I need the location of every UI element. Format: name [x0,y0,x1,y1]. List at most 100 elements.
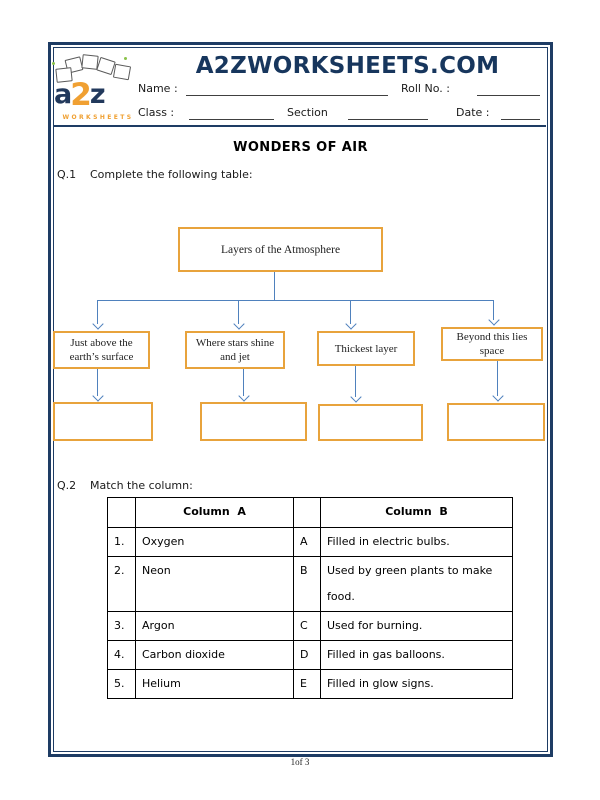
arrow-head [487,314,500,326]
arrow-shaft [497,361,498,396]
sparkle-icon [52,62,55,65]
header-blank-cell [293,497,321,528]
arrow-down-icon [237,369,250,402]
arrow-shaft [97,300,98,324]
page-border-outer [48,42,553,757]
arrow-shaft [350,300,351,324]
column-a-item: Helium [135,669,294,699]
arrow-head [91,390,104,402]
roll-no-label: Roll No. : [401,82,450,95]
section-blank-line [348,106,428,120]
arrow-head [232,318,245,330]
row-number: 5. [107,669,136,699]
name-label: Name : [138,82,178,95]
column-a-header: Column A [135,497,294,528]
arrow-down-icon [232,300,245,330]
row-number: 3. [107,611,136,641]
flowchart-branch-box-2: Where stars shine and jet [185,331,285,369]
q2-number: Q.2 [57,479,77,492]
column-b-header: Column B [320,497,513,528]
page-border-inner [53,47,548,752]
name-blank-line [186,82,388,96]
arrow-down-icon [344,300,357,330]
row-number: 2. [107,556,136,612]
arrow-down-icon [487,300,500,326]
column-a-item: Neon [135,556,294,612]
q1-number: Q.1 [57,168,77,181]
site-logo: a2z WORKSHEETS [52,54,144,128]
flowchart-branch-box-1: Just above the earth’s surface [53,331,150,369]
column-b-desc: Used by green plants to make food. [320,556,513,612]
arrow-head [91,318,104,330]
q2-instruction: Match the column: [90,479,193,492]
arrow-down-icon [349,366,362,403]
logo-letter-2: 2 [70,77,92,113]
table-row: 2. Neon B Used by green plants to make f… [107,556,513,612]
column-a-item: Oxygen [135,527,294,557]
row-letter: C [293,611,321,641]
row-number: 4. [107,640,136,670]
column-b-desc: Filled in gas balloons. [320,640,513,670]
arrow-down-icon [91,369,104,402]
arrow-head [491,390,504,402]
arrow-shaft [97,369,98,396]
site-title: A2ZWORKSHEETS.COM [195,53,500,79]
arrow-shaft [238,300,239,324]
table-header-row: Column A Column B [107,497,513,528]
flowchart-root-label: Layers of the Atmosphere [220,243,341,256]
connector-vertical-line [274,272,275,300]
table-row: 5. Helium E Filled in glow signs. [107,669,513,699]
q1-instruction: Complete the following table: [90,168,253,181]
flowchart-branch-box-4: Beyond this lies space [441,327,543,361]
paper-doodle-icon [112,63,132,81]
table-row: 4. Carbon dioxide D Filled in gas balloo… [107,640,513,670]
date-blank-line [501,106,540,120]
arrow-head [344,318,357,330]
logo-subtext: WORKSHEETS [62,114,134,121]
logo-text: a2z [54,78,106,111]
arrow-shaft [493,300,494,320]
header-divider [54,125,546,127]
arrow-shaft [355,366,356,397]
worksheet-title: WONDERS OF AIR [233,140,368,155]
logo-letter-a: a [54,79,72,110]
branch-label: Thickest layer [334,342,398,355]
row-letter: A [293,527,321,557]
branch-label: Where stars shine and jet [195,337,275,363]
flowchart-root-box: Layers of the Atmosphere [178,227,383,272]
flowchart-answer-box-4 [447,403,545,441]
flowchart-answer-box-2 [200,402,307,441]
arrow-down-icon [91,300,104,330]
flowchart-branch-box-3: Thickest layer [317,331,415,366]
logo-letter-z: z [89,79,106,110]
column-a-item: Carbon dioxide [135,640,294,670]
row-letter: E [293,669,321,699]
row-number: 1. [107,527,136,557]
column-b-desc: Filled in glow signs. [320,669,513,699]
table-row: 1. Oxygen A Filled in electric bulbs. [107,527,513,557]
row-letter: D [293,640,321,670]
flowchart-answer-box-3 [318,404,423,441]
column-b-desc: Filled in electric bulbs. [320,527,513,557]
row-letter: B [293,556,321,612]
branch-label: Beyond this lies space [456,331,528,357]
table-row: 3. Argon C Used for burning. [107,611,513,641]
roll-no-blank-line [477,82,540,96]
arrow-down-icon [491,361,504,402]
connector-horizontal-line [97,300,494,301]
arrow-head [349,391,362,403]
column-b-desc: Used for burning. [320,611,513,641]
date-label: Date : [456,106,490,119]
arrow-head [237,390,250,402]
sparkle-icon [124,57,127,60]
column-a-item: Argon [135,611,294,641]
page-number: 1of 3 [290,757,310,767]
branch-label: Just above the earth’s surface [69,337,134,363]
class-label: Class : [138,106,175,119]
section-label: Section [287,106,328,119]
class-blank-line [189,106,274,120]
flowchart-answer-box-1 [53,402,153,441]
match-column-table: Column A Column B 1. Oxygen A Filled in … [107,497,513,699]
header-blank-cell [107,497,136,528]
